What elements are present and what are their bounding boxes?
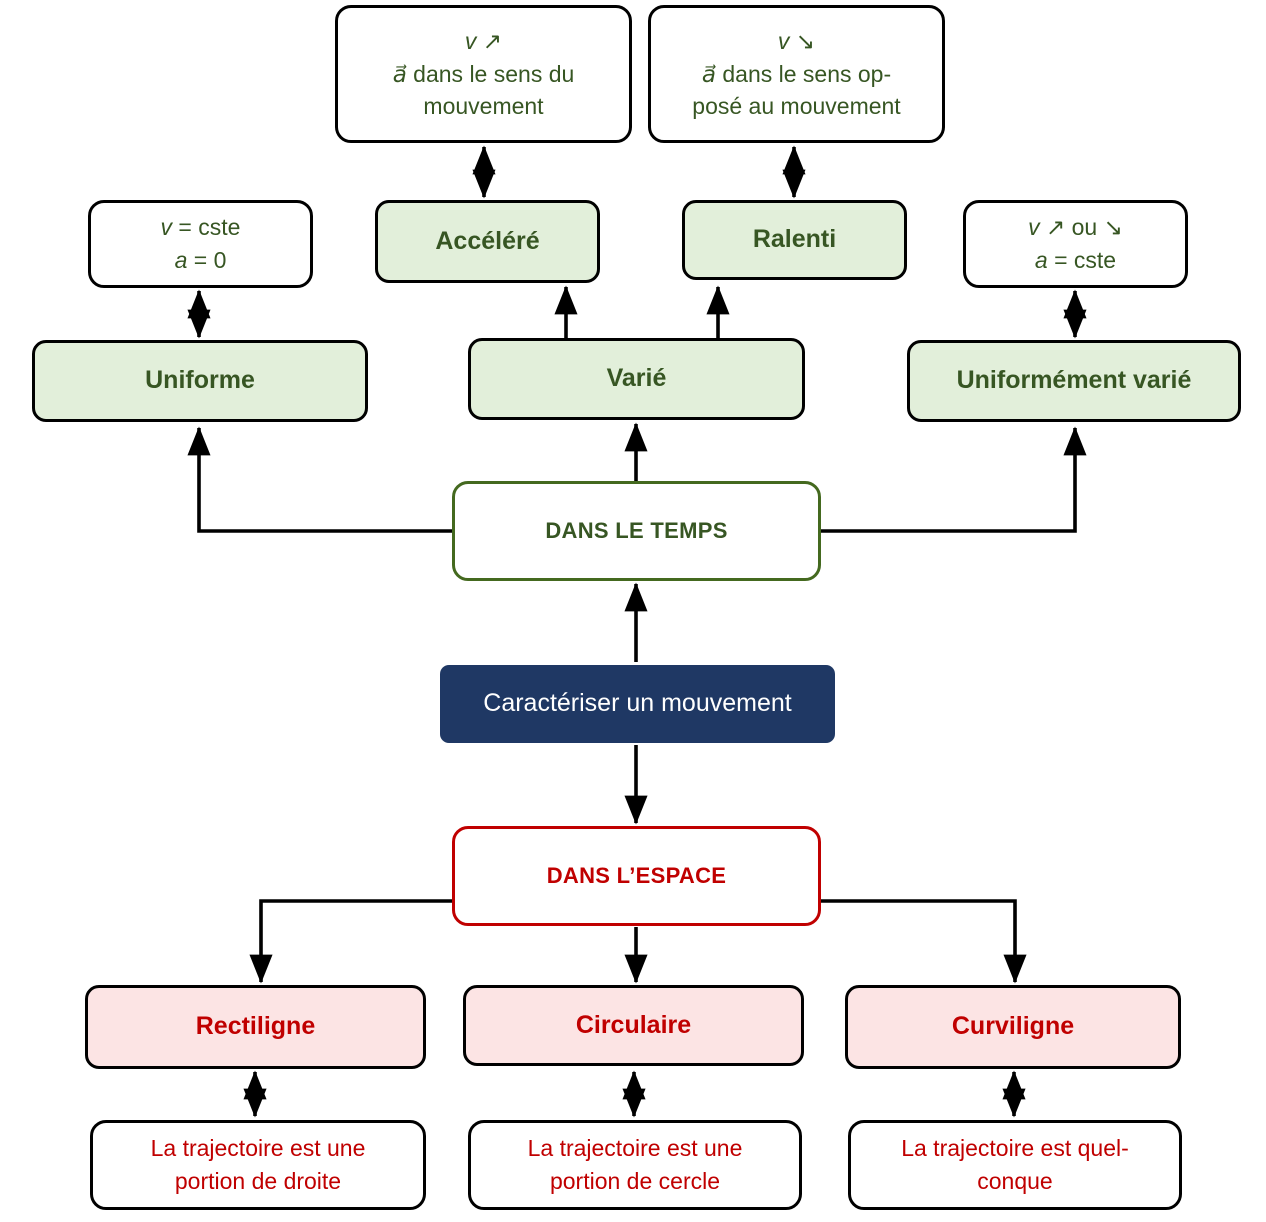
detail-uniformement-varie-line1: v ↗ ou ↘: [1028, 214, 1123, 241]
root-node-label: Caractériser un mouvement: [483, 689, 792, 718]
node-circulaire-label: Circulaire: [575, 1010, 692, 1039]
link-espace-curviligne: [821, 899, 1027, 984]
root-node[interactable]: Caractériser un mouvement: [440, 665, 835, 743]
detail-uniforme-line1: v = cste: [160, 214, 241, 241]
detail-ralenti: v ↘ a⃗ dans le sens op- posé au mouvemen…: [648, 5, 945, 143]
node-varie-label: Varié: [606, 364, 667, 393]
node-uniforme[interactable]: Uniforme: [32, 340, 368, 422]
detail-accelere-line2: a⃗ dans le sens du: [392, 60, 575, 87]
detail-accelere-line1: v ↗: [464, 28, 503, 55]
detail-uniforme: v = cste a = 0: [88, 200, 313, 288]
node-accelere[interactable]: Accéléré: [375, 200, 600, 283]
node-rectiligne-label: Rectiligne: [195, 1012, 316, 1041]
node-accelere-label: Accéléré: [435, 226, 540, 255]
detail-ralenti-line1: v ↘: [777, 28, 816, 55]
node-circulaire[interactable]: Circulaire: [463, 985, 804, 1066]
node-uniformement-varie[interactable]: Uniformément varié: [907, 340, 1241, 422]
detail-circulaire-line1: La trajectoire est une: [527, 1135, 743, 1162]
detail-rectiligne-line1: La trajectoire est une: [150, 1135, 366, 1162]
detail-curviligne-line2: conque: [977, 1168, 1053, 1194]
node-uniforme-label: Uniforme: [145, 366, 255, 395]
detail-circulaire-line2: portion de cercle: [549, 1168, 721, 1194]
detail-circulaire: La trajectoire est une portion de cercle: [468, 1120, 802, 1210]
detail-uniformement-varie: v ↗ ou ↘ a = cste: [963, 200, 1188, 288]
link-temps-uniformement-varie: [821, 426, 1087, 533]
detail-curviligne-line1: La trajectoire est quel-: [901, 1135, 1129, 1162]
detail-uniformement-varie-line2: a = cste: [1034, 247, 1117, 273]
node-ralenti[interactable]: Ralenti: [682, 200, 907, 280]
detail-accelere-line3: mouvement: [423, 93, 544, 120]
branch-dans-le-temps[interactable]: DANS LE TEMPS: [452, 481, 821, 581]
node-ralenti-label: Ralenti: [752, 225, 837, 254]
detail-uniforme-line2: a = 0: [174, 247, 227, 273]
link-espace-rectiligne: [249, 899, 453, 984]
node-varie[interactable]: Varié: [468, 338, 805, 420]
link-temps-uniforme: [187, 426, 453, 533]
detail-ralenti-line3: posé au mouvement: [692, 93, 901, 120]
branch-dans-le-temps-label: DANS LE TEMPS: [545, 518, 728, 544]
branch-dans-l-espace[interactable]: DANS L’ESPACE: [452, 826, 821, 926]
detail-ralenti-line2: a⃗ dans le sens op-: [701, 60, 892, 87]
node-rectiligne[interactable]: Rectiligne: [85, 985, 426, 1069]
node-curviligne-label: Curviligne: [951, 1012, 1075, 1041]
node-uniformement-varie-label: Uniformément varié: [956, 366, 1192, 395]
branch-dans-l-espace-label: DANS L’ESPACE: [546, 863, 727, 889]
node-curviligne[interactable]: Curviligne: [845, 985, 1181, 1069]
detail-curviligne: La trajectoire est quel- conque: [848, 1120, 1182, 1210]
detail-accelere: v ↗ a⃗ dans le sens du mouvement: [335, 5, 632, 143]
detail-rectiligne: La trajectoire est une portion de droite: [90, 1120, 426, 1210]
detail-rectiligne-line2: portion de droite: [174, 1168, 342, 1194]
